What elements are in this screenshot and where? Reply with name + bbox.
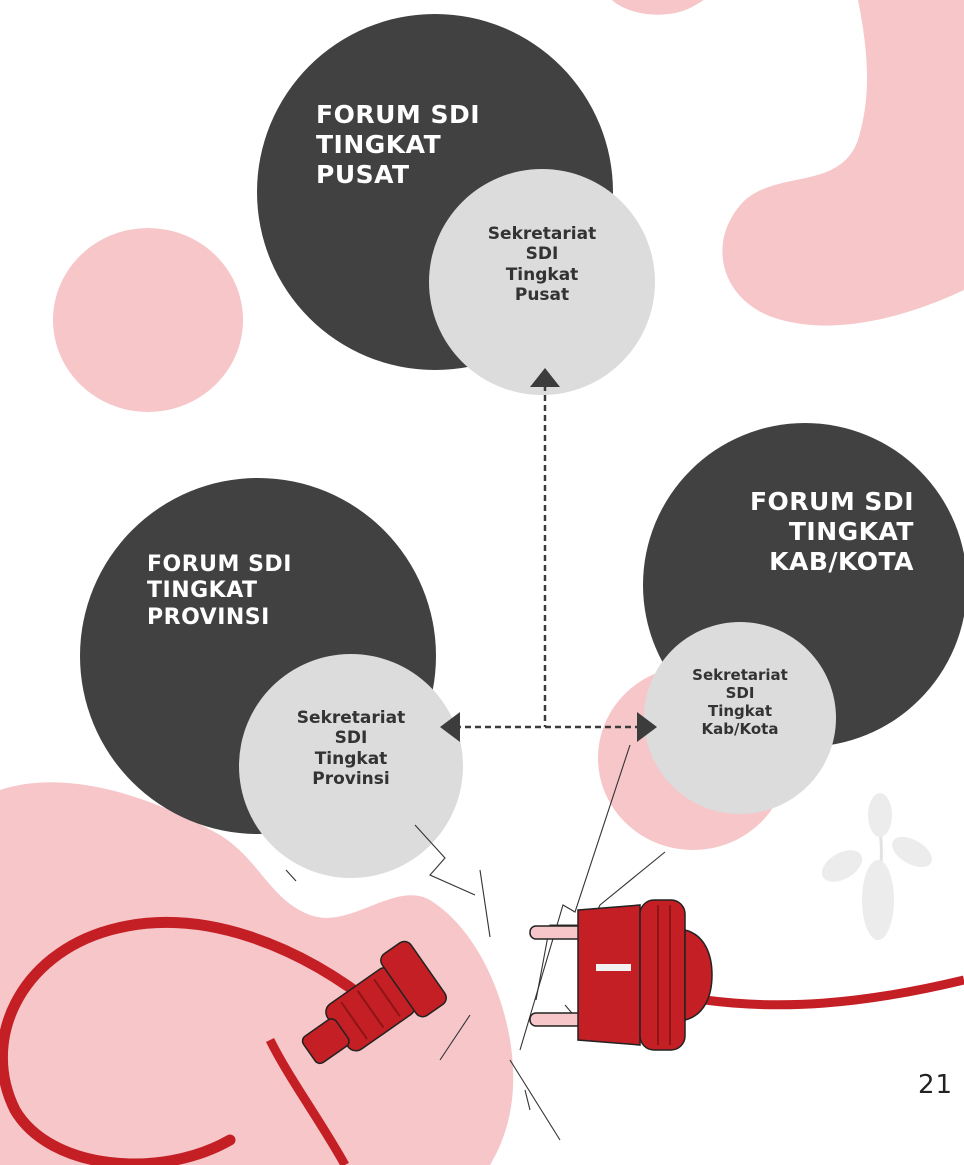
sekretariat-pusat-label: Sekretariat SDI Tingkat Pusat bbox=[462, 224, 622, 306]
blob-left bbox=[53, 228, 243, 412]
blob-bottom-left bbox=[0, 782, 514, 1165]
page-number: 21 bbox=[918, 1070, 954, 1100]
sekretariat-pusat-line-2: SDI bbox=[525, 244, 559, 265]
sekretariat-provinsi-line-1: Sekretariat bbox=[296, 708, 406, 728]
arrowhead-right-icon bbox=[637, 712, 657, 742]
sekretariat-provinsi-circle bbox=[239, 654, 463, 878]
blob-top-center bbox=[612, 0, 704, 15]
leaf-icon bbox=[821, 793, 932, 940]
sekretariat-kabkota-circle bbox=[644, 622, 836, 814]
forum-pusat-label: FORUM SDI TINGKAT PUSAT bbox=[316, 100, 480, 190]
sekretariat-provinsi-line-4: Provinsi bbox=[312, 769, 390, 790]
forum-pusat-line-2: TINGKAT bbox=[316, 130, 442, 159]
connector-lines bbox=[455, 385, 643, 729]
forum-provinsi-line-1: FORUM SDI bbox=[147, 552, 292, 577]
forum-provinsi-line-2: TINGKAT bbox=[147, 578, 258, 604]
blob-top-right bbox=[722, 0, 964, 326]
plug-right-icon bbox=[529, 899, 964, 1051]
sekretariat-provinsi-line-3: Tingkat bbox=[314, 748, 388, 769]
arrowhead-up-icon bbox=[530, 368, 560, 387]
forum-pusat-line-1: FORUM SDI bbox=[316, 100, 481, 129]
sekretariat-kabkota-line-3: Tingkat bbox=[707, 702, 773, 720]
sekretariat-kabkota-line-4: Kab/Kota bbox=[701, 720, 779, 738]
arrowhead-left-icon bbox=[440, 712, 460, 742]
sekretariat-kabkota-line-1: Sekretariat bbox=[692, 666, 788, 684]
forum-kabkota-label: FORUM SDI TINGKAT KAB/KOTA bbox=[700, 487, 914, 577]
forum-provinsi-line-3: PROVINSI bbox=[147, 604, 270, 630]
sekretariat-pusat-line-4: Pusat bbox=[514, 285, 570, 306]
sekretariat-kabkota-line-2: SDI bbox=[725, 684, 755, 702]
plug-left-icon bbox=[0, 917, 447, 1165]
sekretariat-provinsi-label: Sekretariat SDI Tingkat Provinsi bbox=[271, 708, 431, 790]
forum-kabkota-line-3: KAB/KOTA bbox=[769, 547, 914, 576]
forum-kabkota-line-1: FORUM SDI bbox=[749, 487, 914, 516]
forum-pusat-line-3: PUSAT bbox=[316, 160, 410, 189]
sekretariat-provinsi-line-2: SDI bbox=[334, 728, 368, 749]
sekretariat-kabkota-label: Sekretariat SDI Tingkat Kab/Kota bbox=[665, 666, 815, 738]
forum-kabkota-line-2: TINGKAT bbox=[788, 517, 914, 546]
sekretariat-pusat-line-1: Sekretariat bbox=[487, 224, 597, 244]
sekretariat-pusat-line-3: Tingkat bbox=[505, 264, 579, 285]
sekretariat-pusat-circle bbox=[429, 169, 655, 395]
forum-provinsi-label: FORUM SDI TINGKAT PROVINSI bbox=[147, 552, 292, 631]
